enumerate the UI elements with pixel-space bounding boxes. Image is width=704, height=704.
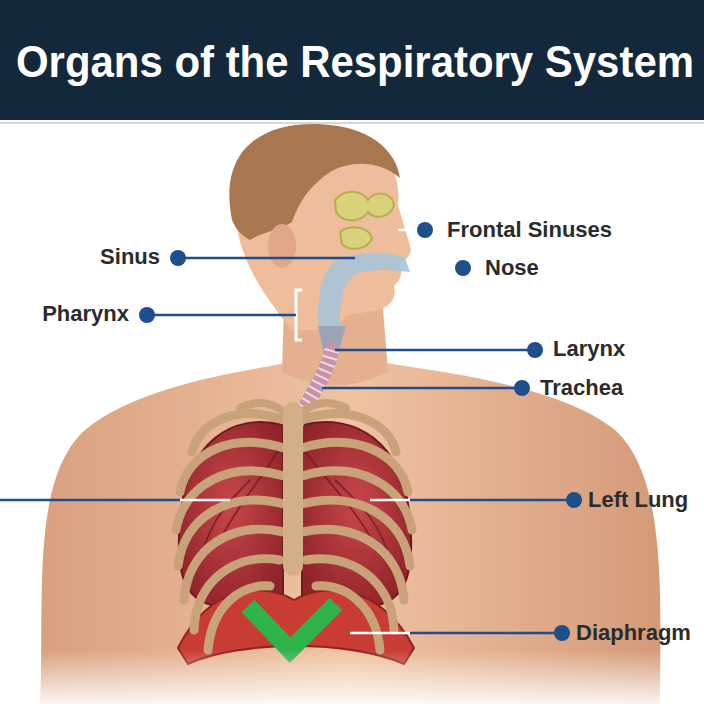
- leader-dot: [417, 222, 433, 238]
- leader-line: [335, 349, 535, 352]
- leader-line: [410, 499, 574, 502]
- leader-line: [147, 314, 296, 317]
- hair: [229, 124, 400, 240]
- part-label: Sinus: [100, 244, 160, 269]
- leader-dot: [455, 260, 471, 276]
- leader-dot: [554, 625, 570, 641]
- pharynx-bracket: [296, 290, 302, 340]
- leader-dot: [514, 380, 530, 396]
- title: Organs of the Respiratory System: [16, 40, 694, 84]
- part-label: Larynx: [553, 336, 625, 361]
- title-bar: [0, 0, 704, 120]
- leader-line: [410, 632, 562, 635]
- part-label: Trachea: [540, 375, 623, 400]
- frontal-sinus: [335, 192, 394, 221]
- leader-dot: [566, 492, 582, 508]
- part-label: Frontal Sinuses: [447, 217, 612, 242]
- leader-line: [322, 387, 522, 390]
- leader-line: [350, 632, 410, 635]
- leader-line: [370, 499, 410, 502]
- sternum: [283, 412, 303, 566]
- leader-dot: [527, 342, 543, 358]
- divider-line: [0, 122, 704, 124]
- part-label: Pharynx: [42, 301, 129, 326]
- leader-lines: [0, 230, 574, 633]
- check-mark: [248, 604, 336, 650]
- rib: [180, 442, 284, 492]
- leader-line: [180, 499, 230, 502]
- part-label: Diaphragm: [576, 620, 691, 645]
- part-label: Nose: [485, 255, 539, 280]
- leader-dots: [139, 222, 582, 641]
- leader-line: [178, 257, 355, 260]
- bottom-fade: [0, 650, 704, 704]
- sinus: [340, 227, 372, 249]
- rib: [302, 442, 408, 492]
- leader-line: [0, 499, 180, 502]
- leader-dot: [139, 307, 155, 323]
- part-label: Left Lung: [588, 487, 688, 512]
- ear: [268, 224, 296, 268]
- leader-dot: [170, 250, 186, 266]
